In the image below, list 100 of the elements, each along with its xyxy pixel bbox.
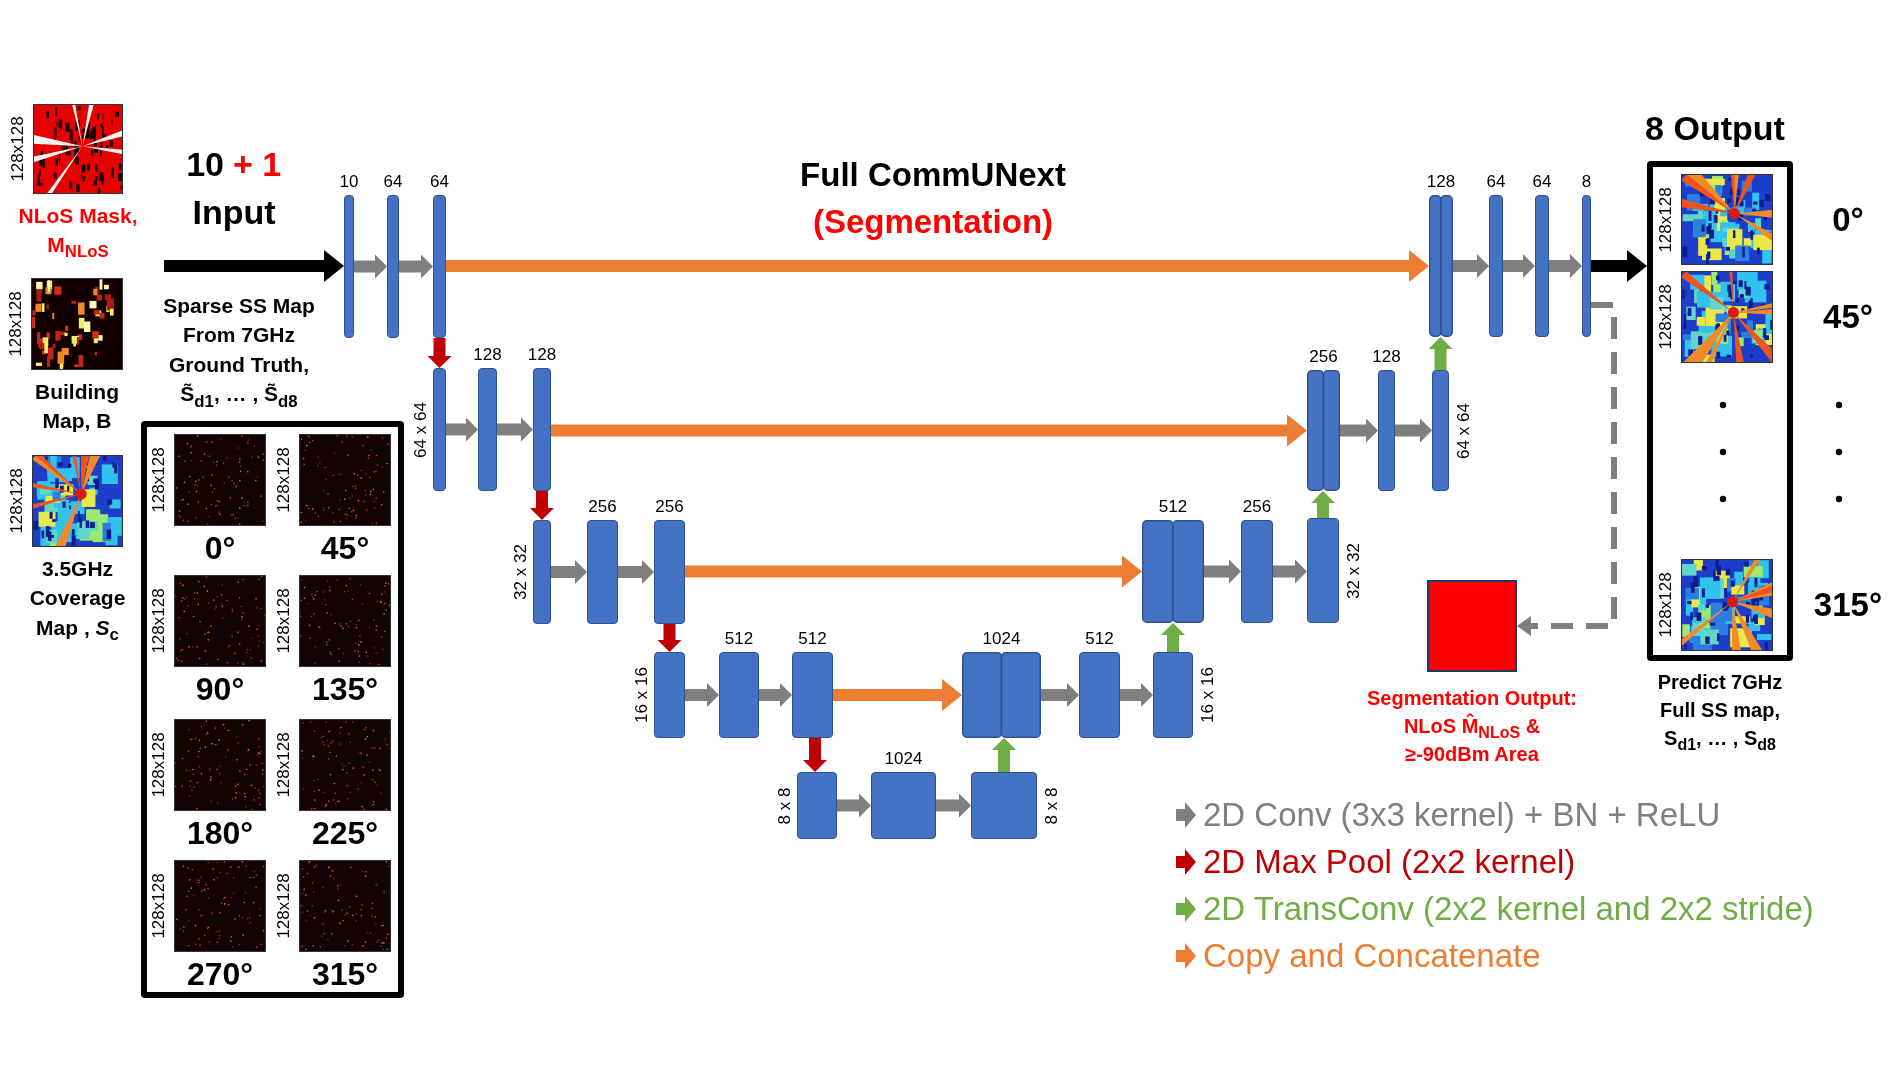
size-label: 128x128 <box>149 732 169 798</box>
panel-heading: 8 Output <box>1645 108 1785 148</box>
channel-count: 256 <box>1242 497 1272 517</box>
panel-heading: Sparse SS Map From 7GHz Ground Truth, S̃$_{d1}$, … , S̃$_{d8}$ <box>162 293 316 409</box>
arrow <box>1340 418 1378 443</box>
size-label: 128x128 <box>1656 572 1676 638</box>
input-heading: Input <box>192 193 276 233</box>
arrow <box>1591 250 1647 282</box>
legend-label: 2D TransConv (2x2 kernel and 2x2 stride) <box>1203 890 1814 928</box>
arrow <box>399 254 433 279</box>
arrow <box>803 738 827 772</box>
arrow <box>1453 254 1489 278</box>
arrow <box>164 250 344 282</box>
channel-count: 1024 <box>982 629 1021 649</box>
size-label: 128x128 <box>274 732 294 798</box>
size-label: 32 x 32 <box>1344 542 1364 599</box>
arrow <box>1273 559 1307 584</box>
channel-count: 1024 <box>884 749 923 769</box>
size-label: 128x128 <box>1656 186 1676 253</box>
size-label: 64 x 64 <box>1454 402 1474 459</box>
size-label: 128x128 <box>7 468 27 534</box>
size-label: 128x128 <box>8 116 28 182</box>
arrow <box>1041 683 1079 707</box>
arrow <box>685 555 1142 588</box>
arrow <box>551 560 587 584</box>
angle-label: 315° <box>311 956 379 993</box>
arrow <box>1428 337 1453 370</box>
image-caption: 3.5GHz Coverage Map , S$_{c}$ <box>29 556 126 643</box>
size-label: 128x128 <box>274 588 294 654</box>
size-label: 128x128 <box>274 873 294 939</box>
size-label: 128x128 <box>149 447 169 513</box>
arrow <box>1161 623 1185 652</box>
arrow <box>1503 254 1535 278</box>
arrow <box>936 793 971 818</box>
channel-count: 64 <box>383 172 403 192</box>
size-label: 128x128 <box>149 873 169 939</box>
image-caption: NLoS Mask, M$_{NLoS}$ <box>17 203 139 260</box>
size-label: 16 x 16 <box>1198 667 1218 723</box>
channel-count: 128 <box>527 345 557 365</box>
arrow <box>446 250 1429 282</box>
input-count: 10 <box>186 145 224 185</box>
channel-count: 128 <box>1372 347 1401 367</box>
dashed-arrow <box>1517 302 1617 636</box>
size-label: 128x128 <box>274 447 294 513</box>
arrow <box>446 417 478 442</box>
angle-label: 315° <box>1813 586 1883 624</box>
legend-label: 2D Max Pool (2x2 kernel) <box>1203 843 1576 881</box>
size-label: 128x128 <box>1656 284 1676 350</box>
channel-count: 8 <box>1581 172 1592 192</box>
arrow <box>618 560 654 584</box>
angle-label: 135° <box>311 671 379 708</box>
arrow <box>685 683 719 707</box>
arrow <box>1311 491 1335 518</box>
arrow <box>427 338 452 368</box>
angle-label: 0° <box>204 530 236 567</box>
size-label: 16 x 16 <box>632 667 652 723</box>
arrow <box>530 491 554 520</box>
channel-count: 512 <box>1158 497 1188 517</box>
size-label: 64 x 64 <box>411 401 431 458</box>
output-caption: Segmentation Output: NLoS M̂$_{NLoS}$ & ≥-90dBm Area <box>1366 686 1578 767</box>
channel-count: 128 <box>1426 172 1456 192</box>
image-caption: Building Map, B <box>34 379 120 435</box>
diagram-subtitle: (Segmentation) <box>812 203 1054 241</box>
arrow <box>759 683 792 707</box>
diagram-title: Full CommUNext <box>800 156 1066 194</box>
arrow <box>992 738 1016 772</box>
arrow <box>354 254 387 279</box>
arrow <box>1549 254 1582 278</box>
channel-count: 256 <box>1309 347 1338 367</box>
arrow <box>497 417 533 442</box>
arrow <box>1395 418 1432 443</box>
channel-count: 64 <box>1532 172 1552 192</box>
channel-count: 64 <box>430 172 449 192</box>
channel-count: 512 <box>1085 629 1114 649</box>
arrow <box>1120 683 1153 707</box>
size-label: 8 x 8 <box>775 787 795 824</box>
size-label: 128x128 <box>149 588 169 654</box>
channel-count: 10 <box>339 172 359 192</box>
size-label: 128x128 <box>6 291 26 357</box>
channel-count: 128 <box>473 345 502 365</box>
channel-count: 512 <box>724 629 754 649</box>
channel-count: 256 <box>655 497 684 517</box>
angle-label: 180° <box>186 815 254 852</box>
angle-label: 225° <box>311 815 379 852</box>
channel-count: 512 <box>798 629 827 649</box>
angle-label: 0° <box>1832 200 1864 239</box>
arrow <box>837 793 871 818</box>
panel-caption: Predict 7GHz Full SS map, S$_{d1}$, … , S$_{d8}$ <box>1657 670 1783 752</box>
channel-count: 64 <box>1486 172 1506 192</box>
angle-label: 45° <box>1823 298 1873 336</box>
arrow <box>657 624 682 652</box>
angle-label: 90° <box>195 671 245 708</box>
extra-input-count: + 1 <box>233 145 282 185</box>
arrow <box>1204 559 1241 584</box>
legend-label: Copy and Concatenate <box>1203 937 1541 975</box>
arrow <box>551 414 1307 447</box>
angle-label: 270° <box>186 956 254 993</box>
angle-label: 45° <box>320 530 370 567</box>
channel-count: 256 <box>588 497 617 517</box>
legend-label: 2D Conv (3x3 kernel) + BN + ReLU <box>1203 796 1721 834</box>
